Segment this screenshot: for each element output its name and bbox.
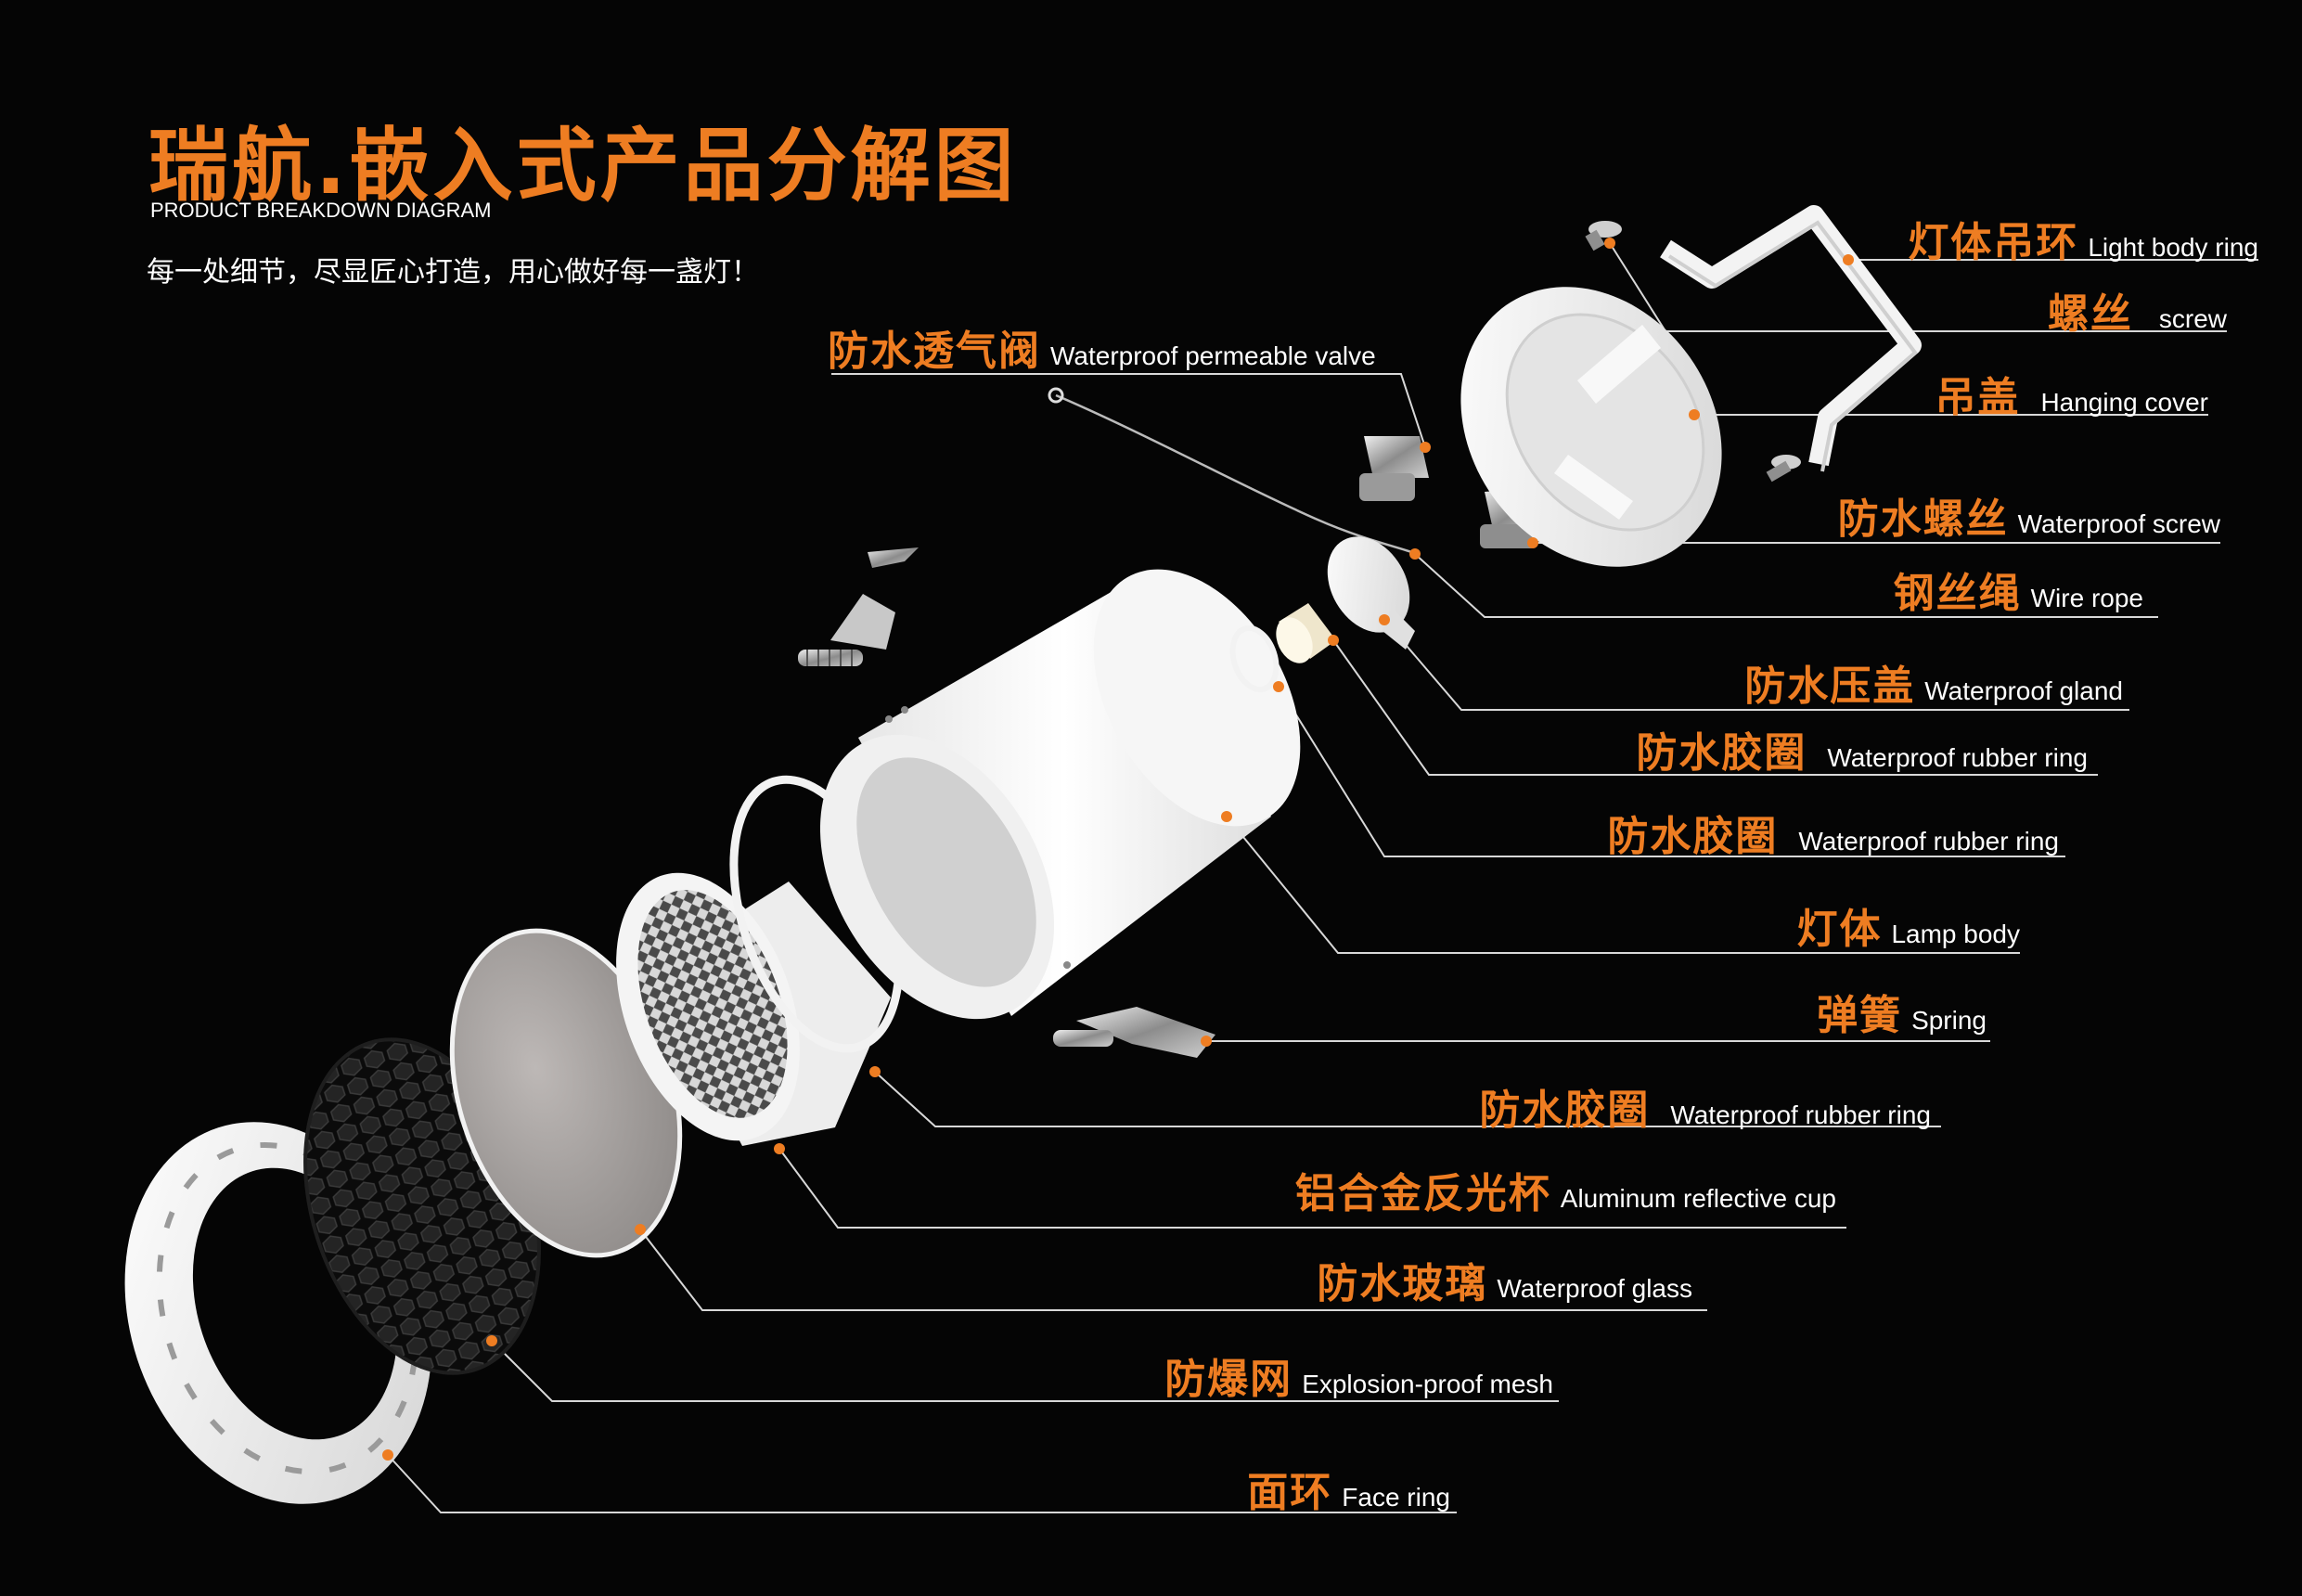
waterproof-gland-part [1327,536,1415,650]
label-cn: 防水透气阀 [828,328,1041,375]
page-title: 瑞航.嵌入式产品分解图 [148,120,1018,212]
label-en: Lamp body [1891,920,2020,948]
page-subtitle: PRODUCT BREAKDOWN DIAGRAM [150,199,492,222]
label-permeable-valve: 防水透气阀 Waterproof permeable valve [828,317,1376,377]
label-cn: 防爆网 [1164,1356,1293,1403]
label-rubber-ring-2: 防水胶圈 Waterproof rubber ring [1607,803,2059,862]
label-cn: 防水玻璃 [1317,1260,1488,1307]
callout-dots [382,238,1854,1461]
label-cn: 钢丝绳 [1893,570,2022,617]
rubber-plug-part [1276,603,1336,663]
label-face-ring: 面环 Face ring [1247,1459,1450,1518]
label-cn: 防水胶圈 [1479,1087,1651,1134]
page-slogan: 每一处细节，尽显匠心打造，用心做好每一盏灯！ [147,256,759,289]
label-cn: 灯体吊环 [1908,219,2079,266]
aluminum-reflector-cup-part [616,872,891,1146]
label-en: Waterproof rubber ring [1670,1100,1931,1129]
rubber-ring-small-part [1229,624,1280,693]
label-cn: 防水胶圈 [1636,729,1807,777]
label-en: Face ring [1342,1483,1450,1512]
label-light-body-ring: 灯体吊环 Light body ring [1908,209,2258,268]
label-waterproof-gland: 防水压盖 Waterproof gland [1744,652,2123,712]
spring-bottom-part [1053,1007,1215,1058]
label-waterproof-screw: 防水螺丝 Waterproof screw [1838,485,2220,545]
label-screw: 螺丝 screw [2048,280,2227,340]
label-en: Explosion-proof mesh [1302,1370,1553,1398]
screw-bottom-part [1766,455,1801,483]
leader-lines [387,242,2258,1513]
label-cn: 防水压盖 [1744,663,1916,710]
permeable-valve-part [1359,436,1429,501]
label-cn: 灯体 [1796,906,1883,953]
label-spring: 弹簧 Spring [1817,982,1987,1041]
label-lamp-body: 灯体 Lamp body [1796,895,2020,955]
label-en: Waterproof glass [1497,1274,1692,1303]
label-en: Light body ring [2088,233,2258,262]
label-en: Waterproof rubber ring [1798,827,2059,856]
label-en: Hanging cover [2040,388,2208,417]
label-rubber-ring-1: 防水胶圈 Waterproof rubber ring [1636,719,2088,779]
label-wire-rope: 钢丝绳 Wire rope [1894,560,2143,619]
label-hanging-cover: 吊盖 Hanging cover [1935,364,2208,423]
spring-top-part [798,547,919,666]
label-en: Waterproof permeable valve [1050,341,1376,370]
light-body-ring-part [1660,205,1922,472]
lamp-body-part [819,569,1301,1020]
label-en: Spring [1911,1006,1987,1035]
label-en: screw [2158,304,2227,333]
screw-top-part [1585,221,1622,251]
label-en: Waterproof gland [1924,676,2123,705]
wire-rope-cable [1055,393,1421,557]
label-cn: 螺丝 [2047,290,2133,338]
label-cn: 弹簧 [1817,992,1903,1039]
label-en: Waterproof rubber ring [1827,743,2088,772]
label-cn: 防水胶圈 [1607,813,1779,860]
label-explosion-proof-mesh: 防爆网 Explosion-proof mesh [1164,1345,1553,1405]
hanging-cover-part [1460,287,1722,567]
label-en: Wire rope [2030,584,2143,612]
label-en: Waterproof screw [2017,509,2220,538]
label-cn: 铝合金反光杯 [1294,1170,1551,1217]
label-en: Aluminum reflective cup [1560,1184,1836,1213]
label-cn: 防水螺丝 [1837,496,2009,543]
label-cn: 吊盖 [1935,374,2021,421]
label-reflector-cup: 铝合金反光杯 Aluminum reflective cup [1295,1160,1836,1219]
label-rubber-ring-3: 防水胶圈 Waterproof rubber ring [1479,1076,1931,1136]
label-cn: 面环 [1247,1469,1333,1516]
label-waterproof-glass: 防水玻璃 Waterproof glass [1317,1250,1692,1309]
